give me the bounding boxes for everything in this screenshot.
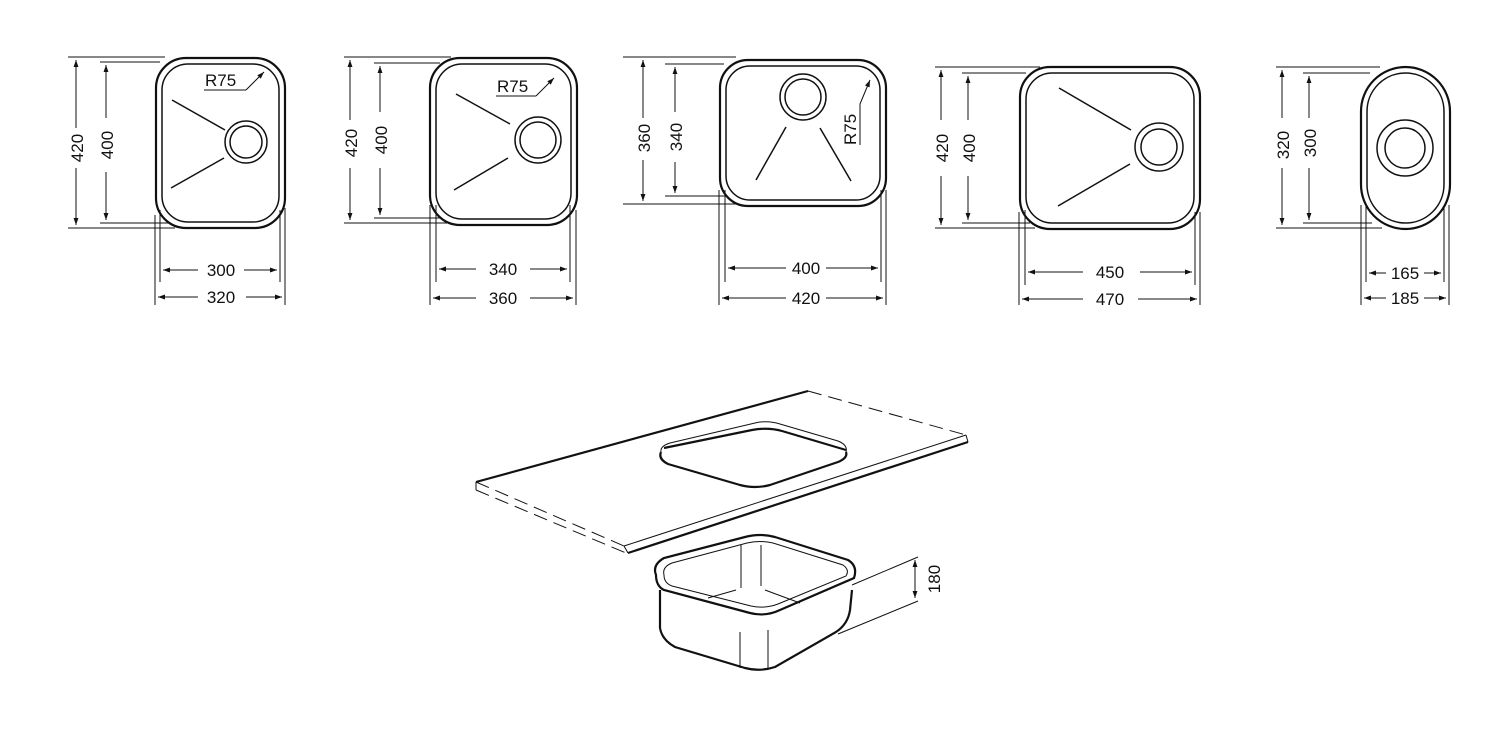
sink-4-inner-height: 400 xyxy=(960,134,979,162)
sink-2-inner-width: 340 xyxy=(489,260,517,279)
sink-5-outer-height: 320 xyxy=(1274,131,1293,159)
sink-4-inner-width: 450 xyxy=(1096,263,1124,282)
sink-1-radius-label: R75 xyxy=(205,71,236,90)
sink-depth-label: 180 xyxy=(925,565,944,593)
sink-1-inner-height: 400 xyxy=(98,131,117,159)
sink-2-outer-width: 360 xyxy=(489,289,517,308)
sink-3-plan: 360 340 R75 400 420 xyxy=(623,56,888,308)
sink-3-outer-width: 420 xyxy=(792,289,820,308)
sink-1-outer-height: 420 xyxy=(68,134,87,162)
sink-4-outer-height: 420 xyxy=(933,134,952,162)
sink-1-plan: 420 400 R75 300 320 xyxy=(68,56,287,307)
sink-2-plan: 420 400 R75 340 360 xyxy=(342,56,579,308)
sink-3-inner-width: 400 xyxy=(792,259,820,278)
countertop xyxy=(475,389,969,555)
sink-3-outer-height: 360 xyxy=(635,124,654,152)
sink-4-outer-width: 470 xyxy=(1096,290,1124,309)
sink-5-inner-width: 165 xyxy=(1391,264,1419,283)
sink-5-plan: 320 300 165 185 xyxy=(1274,65,1452,308)
sink-3-radius-label: R75 xyxy=(841,114,860,145)
countertop-cutout xyxy=(659,421,848,489)
sink-1-inner-width: 300 xyxy=(207,261,235,280)
sink-3-inner-height: 340 xyxy=(667,123,686,151)
sink-5-outer-width: 185 xyxy=(1391,289,1419,308)
sink-bowl-3d: 180 xyxy=(653,533,944,671)
sink-2-outer-height: 420 xyxy=(342,129,361,157)
sink-1-outer-width: 320 xyxy=(207,288,235,307)
sink-5-inner-height: 300 xyxy=(1301,129,1320,157)
sink-2-radius-label: R75 xyxy=(497,77,528,96)
sink-2-inner-height: 400 xyxy=(372,126,391,154)
sink-4-plan: 420 400 450 470 xyxy=(933,65,1202,309)
